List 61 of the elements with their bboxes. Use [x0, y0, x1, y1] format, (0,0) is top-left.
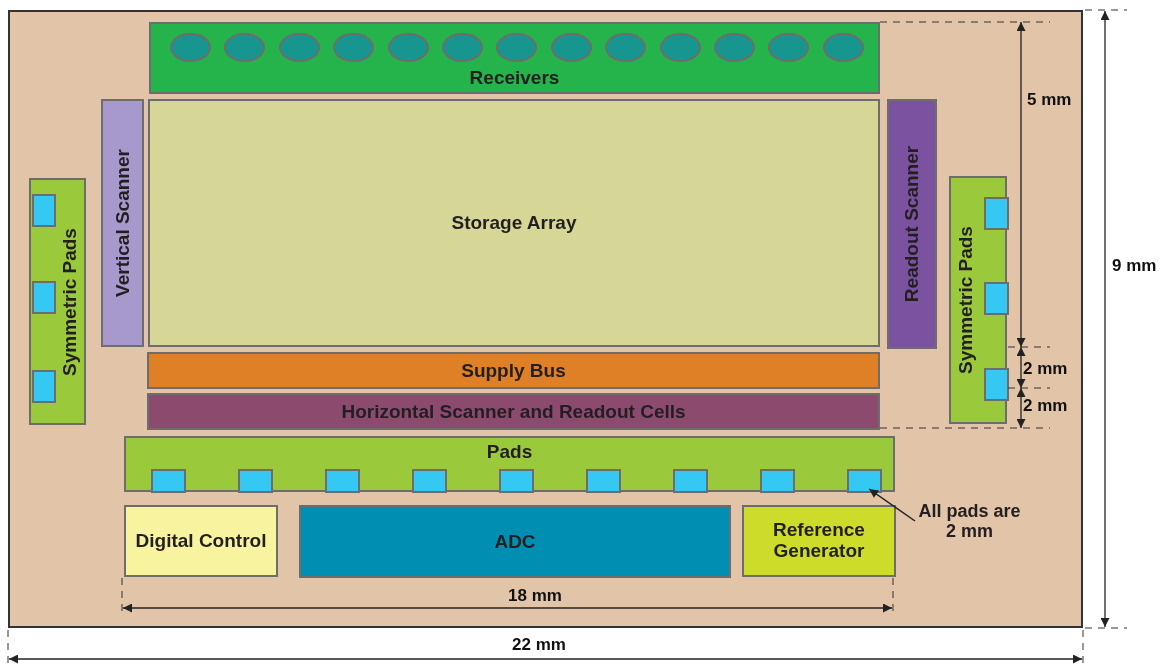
- receiver-circle: [387, 33, 429, 62]
- block-label: Readout Scanner: [901, 145, 923, 303]
- bond-pad: [673, 469, 708, 493]
- receiver-circle: [333, 33, 375, 62]
- readout-scanner-block: [887, 99, 937, 349]
- receiver-circle: [550, 33, 592, 62]
- block-label: Horizontal Scanner and Readout Cells: [340, 401, 687, 422]
- receiver-circle: [714, 33, 755, 62]
- bond-pad: [32, 281, 56, 314]
- bond-pad: [412, 469, 447, 493]
- bond-pad: [325, 469, 360, 493]
- dimension-label: 22 mm: [512, 635, 566, 655]
- bond-pad: [847, 469, 882, 493]
- digital-control-block: [124, 505, 278, 577]
- receiver-circle: [768, 33, 810, 62]
- receiver-circle: [496, 33, 538, 62]
- block-label: ADC: [493, 531, 537, 552]
- receiver-circle: [822, 33, 864, 62]
- receivers-block: [149, 22, 880, 94]
- adc-block: [299, 505, 731, 578]
- chip-die: [8, 10, 1083, 628]
- pads-block: [124, 436, 895, 492]
- storage-array-block: [148, 99, 880, 347]
- block-label: Supply Bus: [460, 360, 567, 381]
- bond-pad: [984, 282, 1009, 315]
- symmetric-pads-block: [949, 176, 1007, 424]
- bond-pad: [499, 469, 534, 493]
- block-label: Pads: [485, 442, 534, 463]
- dimension-label: 5 mm: [1027, 90, 1072, 110]
- bond-pad: [238, 469, 273, 493]
- receiver-circle: [605, 33, 647, 62]
- block-label: Symmetric Pads: [955, 226, 977, 374]
- bond-pad: [984, 197, 1009, 230]
- dimension-label: 2 mm: [1023, 396, 1068, 416]
- receiver-circle: [659, 33, 701, 62]
- vertical-scanner-block: [101, 99, 144, 347]
- bond-pad: [586, 469, 621, 493]
- block-label: Symmetric Pads: [59, 227, 80, 376]
- receiver-circle: [278, 33, 320, 62]
- block-label: Vertical Scanner: [112, 149, 133, 297]
- bond-pad: [151, 469, 186, 493]
- bond-pad: [760, 469, 795, 493]
- supply-bus-block: [147, 352, 880, 389]
- horizontal-scanner-block: [147, 393, 880, 430]
- bond-pad: [32, 194, 56, 227]
- block-label: Digital Control: [134, 530, 268, 552]
- dimension-label: 2 mm: [1023, 359, 1068, 379]
- bond-pad: [984, 368, 1009, 401]
- dimension-label: 9 mm: [1112, 256, 1157, 276]
- receiver-circle: [170, 33, 211, 62]
- receiver-circle: [224, 33, 266, 62]
- reference-generator-block: [742, 505, 896, 577]
- leader-line: [868, 488, 916, 522]
- dimension-label: 18 mm: [508, 586, 562, 606]
- symmetric-pads-block: [29, 178, 86, 425]
- receiver-circle: [442, 33, 483, 62]
- block-label: Receivers: [468, 68, 561, 89]
- bond-pad: [32, 370, 56, 403]
- note-text: All pads are 2 mm: [917, 502, 1022, 542]
- block-label: Reference Generator: [772, 520, 866, 562]
- block-label: Storage Array: [450, 212, 578, 234]
